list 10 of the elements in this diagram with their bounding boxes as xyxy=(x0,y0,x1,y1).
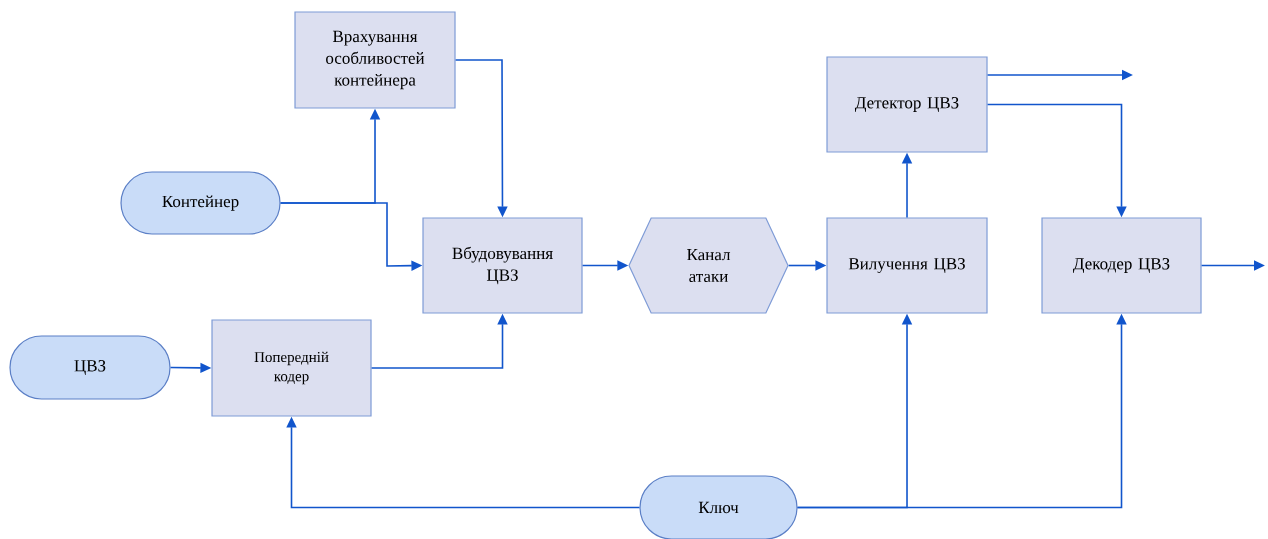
process-box: Попередній кодер xyxy=(211,319,372,417)
terminal-pill: Ключ xyxy=(639,475,798,539)
terminal-pill: Контейнер xyxy=(120,171,281,235)
process-box: Вбудовування ЦВЗ xyxy=(422,217,583,314)
process-box: Детектор ЦВЗ xyxy=(826,56,988,153)
terminal-pill: ЦВЗ xyxy=(9,335,171,400)
process-box: Врахування особливостей контейнера xyxy=(294,11,456,109)
channel-hexagon: Канал атаки xyxy=(628,217,789,314)
process-box: Вилучення ЦВЗ xyxy=(826,217,988,314)
process-box: Декодер ЦВЗ xyxy=(1041,217,1202,314)
